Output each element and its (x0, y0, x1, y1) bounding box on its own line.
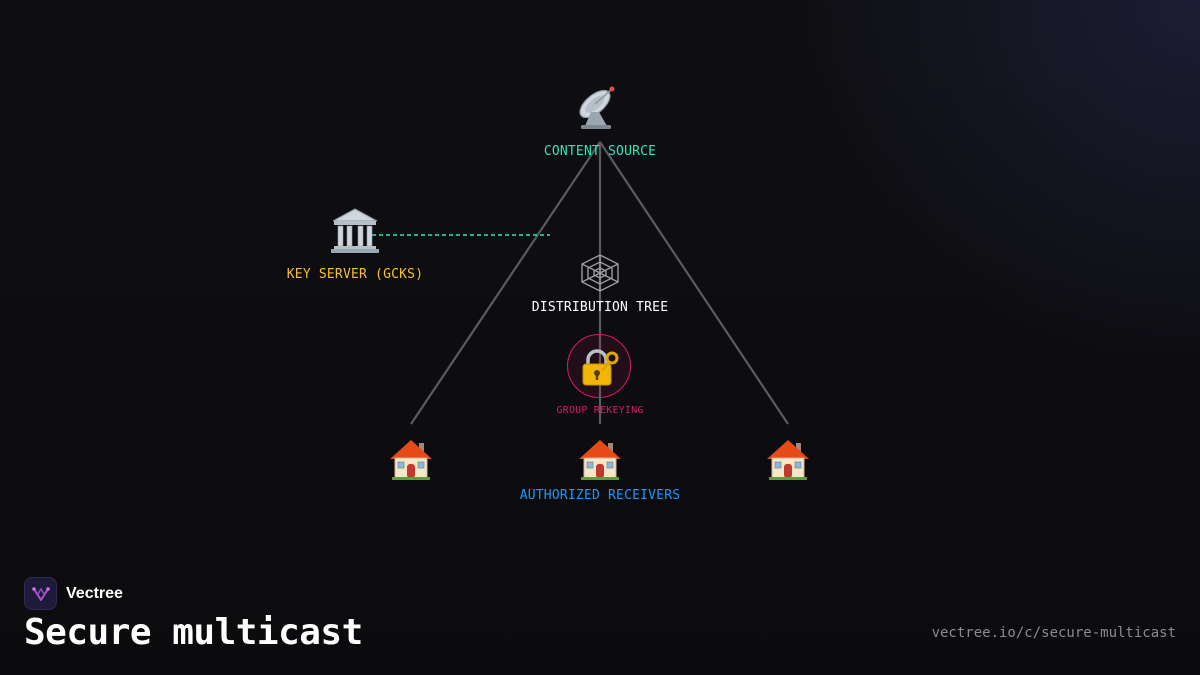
brand-name: Vectree (66, 584, 123, 602)
key-server-label: KEY SERVER (GCKS) (286, 267, 424, 282)
authorized-receivers-label: AUTHORIZED RECEIVERS (519, 488, 681, 503)
edge-source-to-receiver-right (599, 141, 789, 425)
edge-source-to-receiver-left (410, 141, 601, 425)
locked-with-key-icon (580, 349, 620, 387)
distribution-tree-label: DISTRIBUTION TREE (531, 300, 669, 315)
house-icon (577, 437, 623, 481)
page-title: Secure multicast (24, 612, 363, 653)
vectree-logo-icon (24, 577, 57, 610)
house-icon (388, 437, 434, 481)
page-url[interactable]: vectree.io/c/secure-multicast (931, 625, 1176, 641)
house-icon (765, 437, 811, 481)
classical-building-icon (330, 207, 380, 255)
satellite-dish-icon (573, 82, 627, 132)
group-rekeying-ring (567, 334, 631, 398)
group-rekeying-label: GROUP REKEYING (556, 405, 644, 416)
content-source-label: CONTENT SOURCE (543, 144, 657, 159)
brand: Vectree (24, 577, 123, 610)
spider-web-icon (578, 253, 622, 293)
